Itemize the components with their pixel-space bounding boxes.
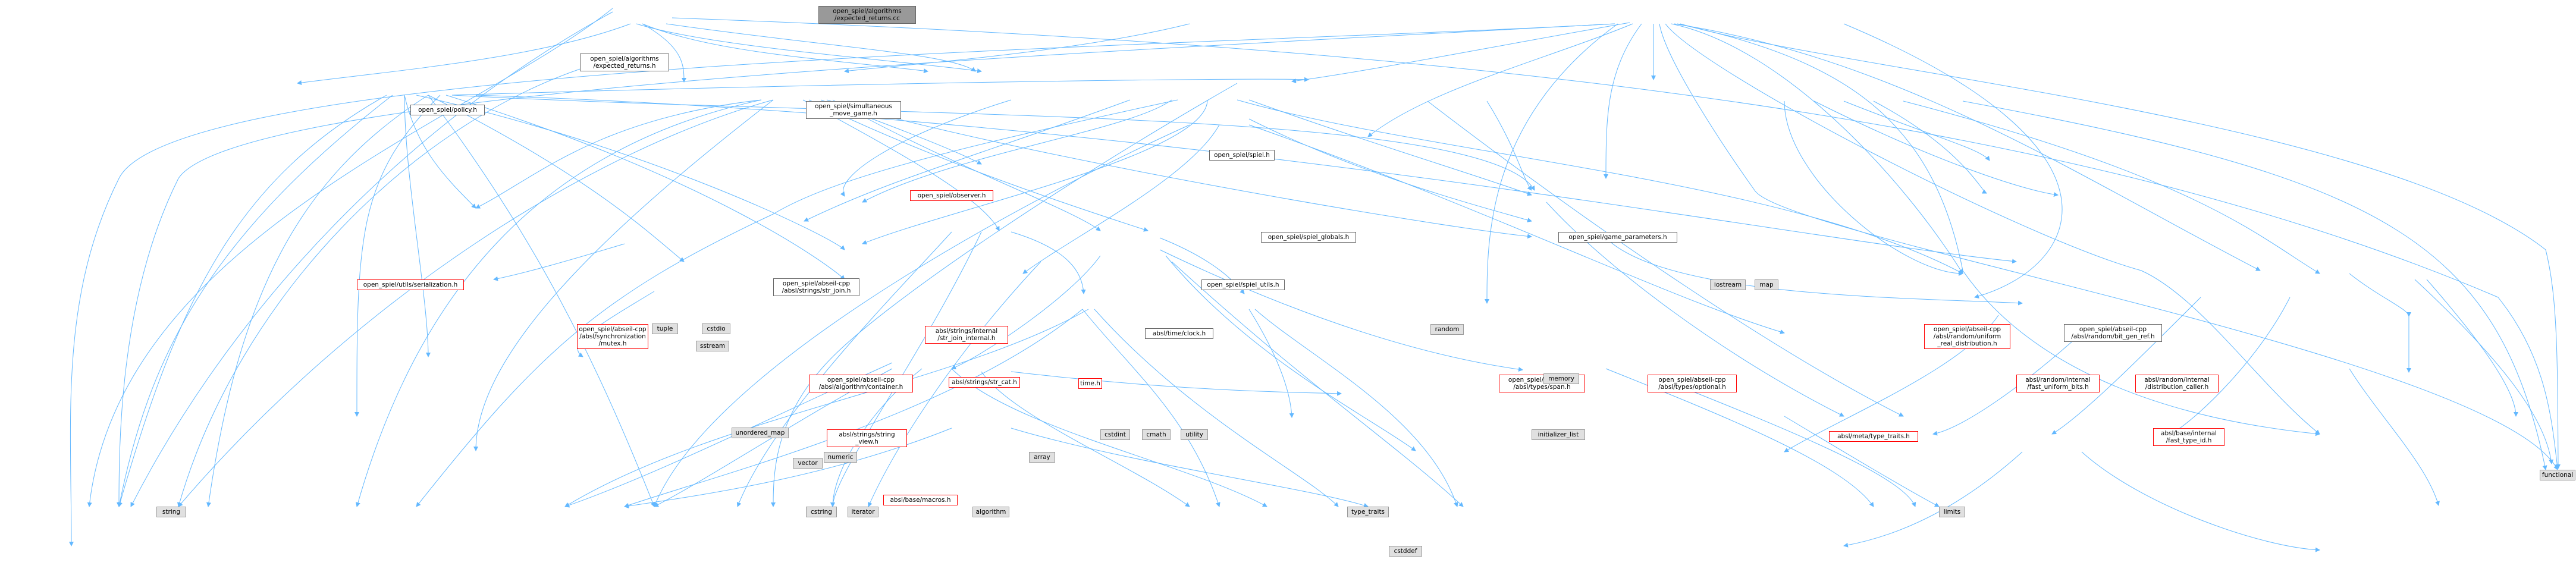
- node-limits[interactable]: limits: [1939, 507, 1965, 517]
- node-uniform-real-distribution[interactable]: open_spiel/abseil-cpp /absl/random/unifo…: [1924, 324, 2010, 349]
- node-sstream[interactable]: sstream: [696, 341, 729, 351]
- node-memory[interactable]: memory: [1543, 373, 1579, 384]
- node-cmath[interactable]: cmath: [1142, 429, 1171, 440]
- node-functional[interactable]: functional: [2540, 470, 2575, 480]
- node-distribution-caller[interactable]: absl/random/internal /distribution_calle…: [2135, 375, 2219, 392]
- node-macros[interactable]: absl/base/macros.h: [883, 495, 958, 505]
- node-map[interactable]: map: [1755, 279, 1778, 290]
- node-expected-returns-h[interactable]: open_spiel/algorithms /expected_returns.…: [580, 54, 669, 71]
- node-mutex[interactable]: open_spiel/abseil-cpp /absl/synchronizat…: [577, 324, 648, 349]
- node-optional[interactable]: open_spiel/abseil-cpp /absl/types/option…: [1648, 375, 1737, 392]
- node-cstdint[interactable]: cstdint: [1100, 429, 1130, 440]
- node-str-join[interactable]: open_spiel/abseil-cpp /absl/strings/str_…: [773, 278, 859, 296]
- node-initializer-list[interactable]: initializer_list: [1532, 429, 1585, 440]
- node-str-join-internal[interactable]: absl/strings/internal /str_join_internal…: [925, 326, 1008, 344]
- node-cstddef[interactable]: cstddef: [1389, 546, 1422, 557]
- node-array[interactable]: array: [1029, 452, 1055, 463]
- node-observer[interactable]: open_spiel/observer.h: [910, 190, 993, 201]
- node-iostream[interactable]: iostream: [1710, 279, 1746, 290]
- node-game-parameters[interactable]: open_spiel/game_parameters.h: [1558, 232, 1677, 243]
- node-numeric[interactable]: numeric: [824, 452, 857, 463]
- node-bit-gen-ref[interactable]: open_spiel/abseil-cpp /absl/random/bit_g…: [2064, 324, 2162, 342]
- node-fast-uniform-bits[interactable]: absl/random/internal /fast_uniform_bits.…: [2016, 375, 2100, 392]
- node-serialization[interactable]: open_spiel/utils/serialization.h: [357, 279, 464, 290]
- node-spiel[interactable]: open_spiel/spiel.h: [1209, 150, 1275, 161]
- node-spiel-utils[interactable]: open_spiel/spiel_utils.h: [1201, 279, 1285, 290]
- node-time[interactable]: time.h: [1078, 378, 1102, 389]
- node-fast-type-id[interactable]: absl/base/internal /fast_type_id.h: [2153, 428, 2224, 446]
- node-unordered-map[interactable]: unordered_map: [732, 428, 789, 438]
- node-string-view[interactable]: absl/strings/string _view.h: [827, 429, 907, 447]
- node-policy[interactable]: open_spiel/policy.h: [410, 105, 485, 115]
- node-simultaneous-move-game[interactable]: open_spiel/simultaneous _move_game.h: [806, 101, 901, 119]
- node-cstring[interactable]: cstring: [806, 507, 837, 517]
- node-clock[interactable]: absl/time/clock.h: [1145, 328, 1213, 339]
- node-random[interactable]: random: [1430, 324, 1464, 335]
- node-string[interactable]: string: [156, 507, 186, 517]
- node-iterator[interactable]: iterator: [848, 507, 878, 517]
- node-type-traits[interactable]: type_traits: [1347, 507, 1389, 517]
- node-cstdio[interactable]: cstdio: [702, 323, 730, 334]
- node-type-traits-absl[interactable]: absl/meta/type_traits.h: [1829, 431, 1918, 442]
- node-spiel-globals[interactable]: open_spiel/spiel_globals.h: [1261, 232, 1356, 243]
- node-container[interactable]: open_spiel/abseil-cpp /absl/algorithm/co…: [809, 375, 913, 392]
- node-expected-returns-cc[interactable]: open_spiel/algorithms /expected_returns.…: [818, 6, 916, 24]
- node-vector[interactable]: vector: [793, 458, 823, 469]
- node-utility[interactable]: utility: [1181, 429, 1208, 440]
- node-tuple[interactable]: tuple: [652, 323, 678, 334]
- node-str-cat[interactable]: absl/strings/str_cat.h: [949, 377, 1020, 388]
- node-algorithm[interactable]: algorithm: [972, 507, 1009, 517]
